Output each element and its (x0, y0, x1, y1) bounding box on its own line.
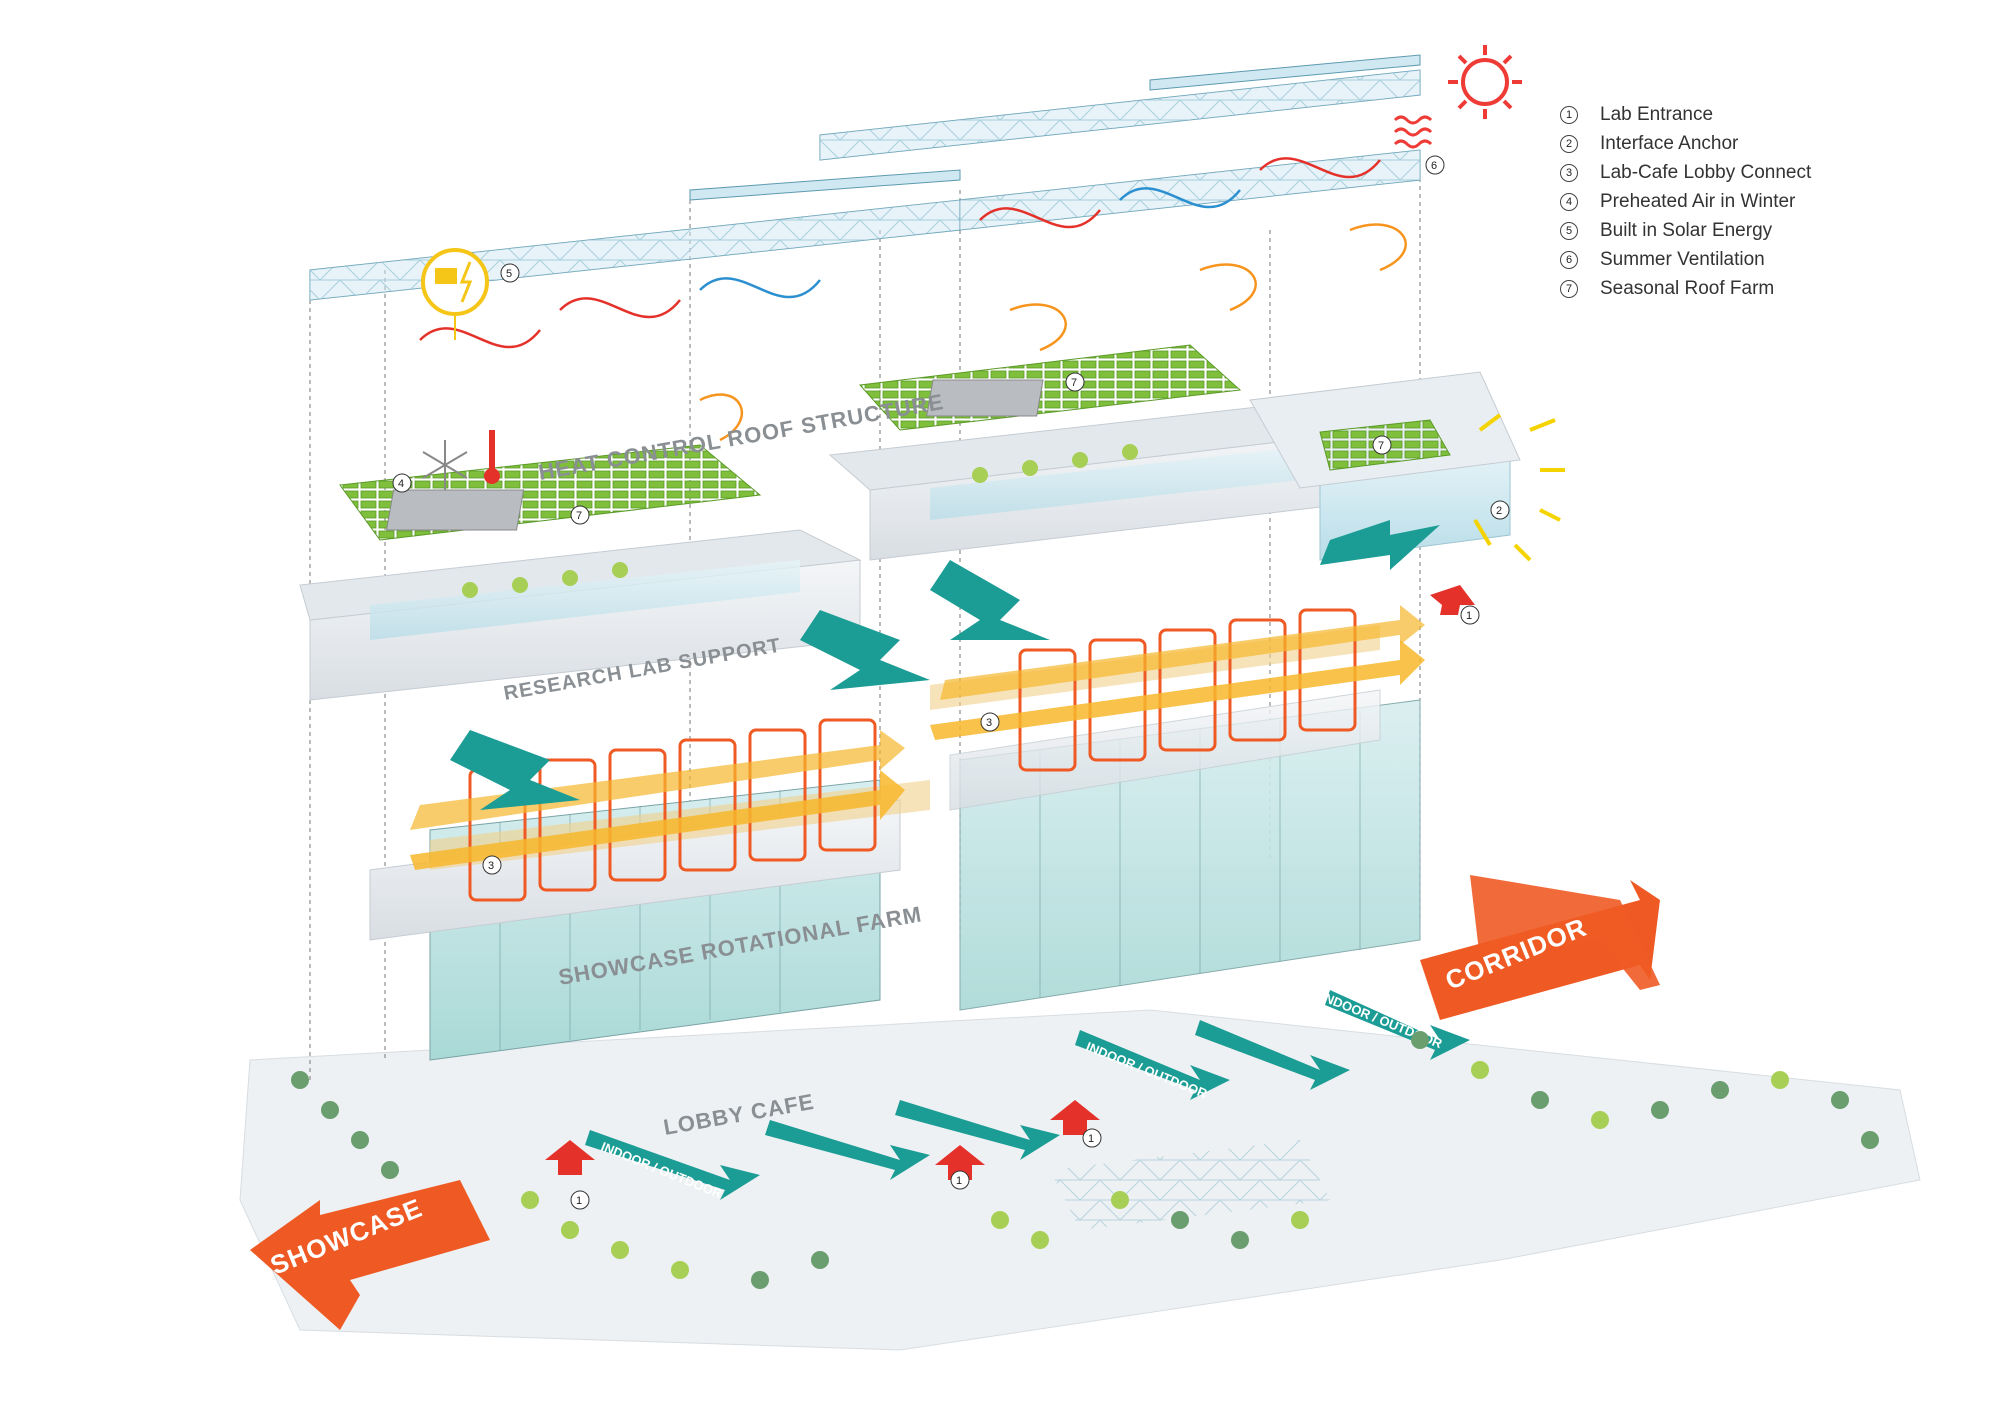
rotational-farm-loops-left (468, 718, 877, 902)
lab-block-right-glass (930, 445, 1320, 520)
heat-wave-icon (1393, 115, 1433, 149)
sparkle-lines (1473, 413, 1565, 562)
legend-number: 7 (1560, 279, 1578, 298)
yellow-arrow-farm-left-2 (410, 730, 905, 830)
legend-item-lab-entrance: 1 Lab Entrance (1560, 100, 1980, 129)
marker-2: 2 (1490, 500, 1510, 520)
svg-text:3: 3 (986, 717, 992, 729)
solar-panel-icon (421, 248, 489, 340)
svg-text:3: 3 (488, 860, 494, 872)
marker-7-a: 7 (570, 505, 590, 525)
marker-7-b: 7 (1065, 372, 1085, 392)
corridor-arrow-head (1470, 875, 1660, 990)
svg-text:6: 6 (1431, 160, 1437, 172)
yellow-arrow-farm-right-2 (940, 605, 1425, 700)
legend: 1 Lab Entrance 2 Interface Anchor 3 Lab-… (1560, 100, 1980, 303)
legend-item-preheated-air: 4 Preheated Air in Winter (1560, 187, 1980, 216)
marker-5: 5 (500, 263, 520, 283)
teal-arrow-lab-left-2 (450, 730, 580, 810)
teal-arrow-lab-right (930, 560, 1050, 640)
legend-label: Seasonal Roof Farm (1600, 277, 1775, 299)
marker-3-b: 3 (980, 712, 1000, 732)
indoor-outdoor-arrows (585, 990, 1470, 1200)
legend-number: 2 (1560, 134, 1578, 153)
yellow-arrow-farm-left (410, 770, 905, 870)
lab-block-left-glass (370, 560, 800, 640)
entrance-arrows (545, 585, 1475, 1180)
marker-7-c: 7 (1372, 435, 1392, 455)
svg-text:7: 7 (1071, 377, 1077, 389)
trees (291, 444, 1879, 1289)
legend-item-interface-anchor: 2 Interface Anchor (1560, 129, 1980, 158)
svg-text:1: 1 (1466, 610, 1472, 622)
roof-farm-right-shed (926, 379, 1044, 417)
legend-item-lab-cafe-lobby-connect: 3 Lab-Cafe Lobby Connect (1560, 158, 1980, 187)
svg-text:2: 2 (1496, 505, 1502, 517)
marker-3-a: 3 (482, 855, 502, 875)
marker-1-c: 1 (1082, 1128, 1102, 1148)
legend-label: Interface Anchor (1600, 132, 1739, 154)
svg-text:1: 1 (1088, 1133, 1094, 1145)
svg-text:1: 1 (576, 1195, 582, 1207)
marker-1-a: 1 (570, 1190, 590, 1210)
svg-text:7: 7 (1378, 440, 1384, 452)
airflow-arrows (419, 157, 1407, 442)
teal-arrow-lab-left (800, 610, 930, 690)
thermometer-icon (484, 430, 500, 484)
legend-label: Built in Solar Energy (1600, 219, 1773, 241)
svg-text:1: 1 (956, 1175, 962, 1187)
legend-label: Lab-Cafe Lobby Connect (1600, 161, 1812, 183)
legend-label: Preheated Air in Winter (1600, 190, 1796, 212)
yellow-arrow-farm-right (930, 640, 1425, 740)
showcase-arrow (250, 1180, 490, 1330)
svg-text:7: 7 (576, 510, 582, 522)
snowflake-icon (422, 440, 468, 490)
marker-1-d: 1 (1460, 605, 1480, 625)
legend-label: Lab Entrance (1600, 103, 1714, 125)
marker-4: 4 (392, 473, 412, 493)
marker-1-b: 1 (950, 1170, 970, 1190)
legend-item-summer-ventilation: 6 Summer Ventilation (1560, 245, 1980, 274)
svg-text:4: 4 (398, 478, 404, 490)
sun-icon (1448, 45, 1522, 119)
svg-text:5: 5 (506, 268, 512, 280)
legend-number: 6 (1560, 250, 1578, 269)
legend-number: 4 (1560, 192, 1578, 211)
legend-number: 3 (1560, 163, 1578, 182)
legend-label: Summer Ventilation (1600, 248, 1765, 270)
roof-truss-structure (309, 54, 1421, 301)
legend-number: 5 (1560, 221, 1578, 240)
teal-arrow-anchor (1320, 520, 1440, 570)
legend-number: 1 (1560, 105, 1578, 124)
legend-item-seasonal-roof-farm: 7 Seasonal Roof Farm (1560, 274, 1980, 303)
roof-farm-left-shed (385, 489, 525, 531)
legend-item-solar-energy: 5 Built in Solar Energy (1560, 216, 1980, 245)
marker-6: 6 (1425, 155, 1445, 175)
